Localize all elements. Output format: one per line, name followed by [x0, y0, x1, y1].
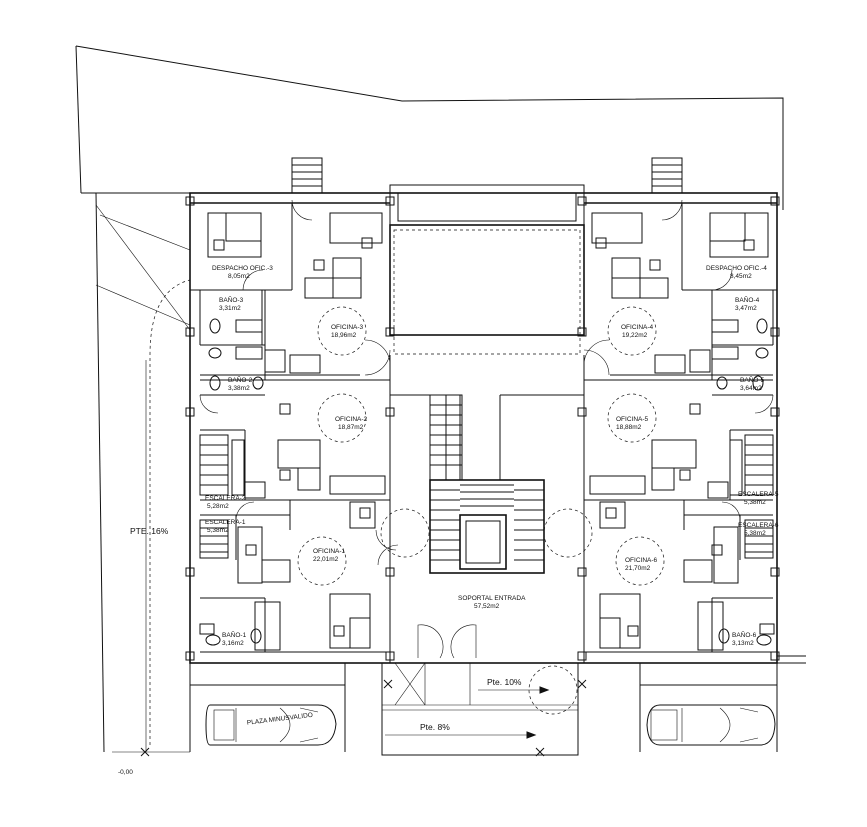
courtyard-top-frame [389, 184, 585, 226]
room-name-escalera-6: ESCALERA-6 [738, 522, 779, 529]
central-corridor [390, 394, 584, 480]
courtyard [389, 224, 585, 336]
courtyard-inner [393, 229, 581, 355]
room-area-escalera-2: 5,28m2 [207, 503, 229, 510]
turning-circle-8 [615, 536, 665, 586]
corridor-door-arcs [364, 339, 610, 566]
turning-circle-6 [607, 393, 657, 443]
parking-area [189, 655, 806, 756]
room-name-soportal: SOPORTAL ENTRADA [458, 595, 526, 602]
room-area-soportal: 57,52m2 [474, 603, 500, 610]
room-name-bano-1: BAÑO-1 [222, 630, 247, 639]
room-name-oficina-5: OFICINA-5 [616, 416, 649, 423]
north-stair-right [651, 157, 683, 194]
elevator-car [465, 520, 501, 564]
room-area-bano-1: 3,16m2 [222, 640, 244, 647]
room-area-despacho-3: 8,05m2 [228, 273, 250, 280]
site-diagonal-1 [95, 204, 191, 331]
bathroom-fixtures [199, 318, 775, 646]
left-interior-walls [190, 203, 391, 663]
central-stair-core [429, 479, 545, 574]
room-name-despacho-4: DESPACHO OFIC.-4 [706, 265, 767, 272]
room-area-bano-2: 3,38m2 [228, 385, 250, 392]
plaza-minusvalido-label: PLAZA MINUSVALIDO [247, 712, 314, 727]
room-area-oficina-1: 22,01m2 [313, 556, 339, 563]
turning-circle-2 [543, 508, 593, 558]
turning-circle-1 [380, 508, 430, 558]
central-stair-upper-treads [430, 395, 462, 480]
turning-circle-7 [297, 536, 347, 586]
site-boundary-left [75, 45, 82, 194]
room-name-escalera-5: ESCALERA-5 [738, 491, 779, 498]
courtyard-top-inner [397, 192, 577, 222]
north-stair-right-treads [652, 164, 682, 187]
stair-esc6-treads [745, 527, 773, 553]
room-name-oficina-4: OFICINA-4 [621, 324, 654, 331]
room-name-bano-6: BAÑO-6 [732, 630, 757, 639]
car-left-icon [205, 704, 337, 746]
room-name-despacho-3: DESPACHO OFIC.-3 [212, 265, 273, 272]
room-area-escalera-1: 5,38m2 [207, 527, 229, 534]
site-diagonal-2 [99, 214, 191, 251]
slope-16-label: PTE. 16% [130, 526, 169, 536]
site-boundary-left-lower [95, 192, 105, 753]
elevator [459, 514, 507, 570]
room-name-bano-3: BAÑO-3 [219, 295, 244, 304]
stair-esc2-treads [200, 444, 228, 486]
room-area-despacho-4: 8,45m2 [730, 273, 752, 280]
room-name-bano-5: BAÑO-5 [740, 375, 765, 384]
room-area-bano-5: 3,64m2 [740, 385, 762, 392]
ramp-curve [149, 279, 191, 745]
site-diagonal-3 [95, 284, 191, 326]
furniture-right [589, 212, 769, 651]
slope-10-label: Pte. 10% [487, 677, 522, 687]
slope-8-label: Pte. 8% [420, 722, 450, 732]
chairs [213, 237, 755, 637]
room-name-oficina-2: OFICINA-2 [335, 416, 368, 423]
car-right-icon [646, 704, 776, 746]
room-name-oficina-6: OFICINA-6 [625, 557, 658, 564]
north-stair-left [291, 157, 323, 194]
right-interior-walls [583, 203, 777, 663]
room-name-bano-4: BAÑO-4 [735, 295, 760, 304]
room-area-oficina-3: 18,96m2 [331, 332, 357, 339]
entrance-door-left [417, 624, 444, 659]
room-name-escalera-1: ESCALERA-1 [205, 519, 246, 526]
stair-esc6 [744, 519, 774, 559]
room-name-escalera-2: ESCALERA-2 [205, 495, 246, 502]
turning-circle-5 [317, 393, 367, 443]
central-stair-core-treads [430, 484, 544, 561]
stair-esc1-treads [200, 527, 228, 553]
room-name-oficina-3: OFICINA-3 [331, 324, 364, 331]
furniture-left [207, 212, 386, 651]
room-area-oficina-4: 19,22m2 [622, 332, 648, 339]
north-stair-left-treads [292, 164, 322, 187]
room-area-bano-4: 3,47m2 [735, 305, 757, 312]
room-area-oficina-2: 18,87m2 [338, 424, 364, 431]
room-area-oficina-5: 18,88m2 [616, 424, 642, 431]
site-boundary [75, 45, 784, 210]
stair-esc1 [199, 519, 229, 559]
turning-circle-4 [607, 306, 657, 356]
turning-circle-3 [317, 306, 367, 356]
room-area-escalera-6: 5,38m2 [744, 530, 766, 537]
level-markers [140, 679, 587, 757]
stair-esc5-treads [745, 444, 773, 486]
entrance-door-right [450, 624, 477, 659]
room-area-bano-3: 3,31m2 [219, 305, 241, 312]
room-labels: DESPACHO OFIC.-3 8,05m2 DESPACHO OFIC.-4… [205, 265, 779, 647]
room-area-bano-6: 3,13m2 [732, 640, 754, 647]
room-area-escalera-5: 5,38m2 [744, 499, 766, 506]
room-name-bano-2: BAÑO-2 [228, 375, 253, 384]
level-label: -0,00 [118, 769, 133, 776]
room-area-oficina-6: 21,70m2 [625, 565, 651, 572]
room-name-oficina-1: OFICINA-1 [313, 548, 346, 555]
room-door-arcs [199, 199, 774, 521]
building-outline [189, 192, 778, 664]
columns [185, 196, 780, 661]
